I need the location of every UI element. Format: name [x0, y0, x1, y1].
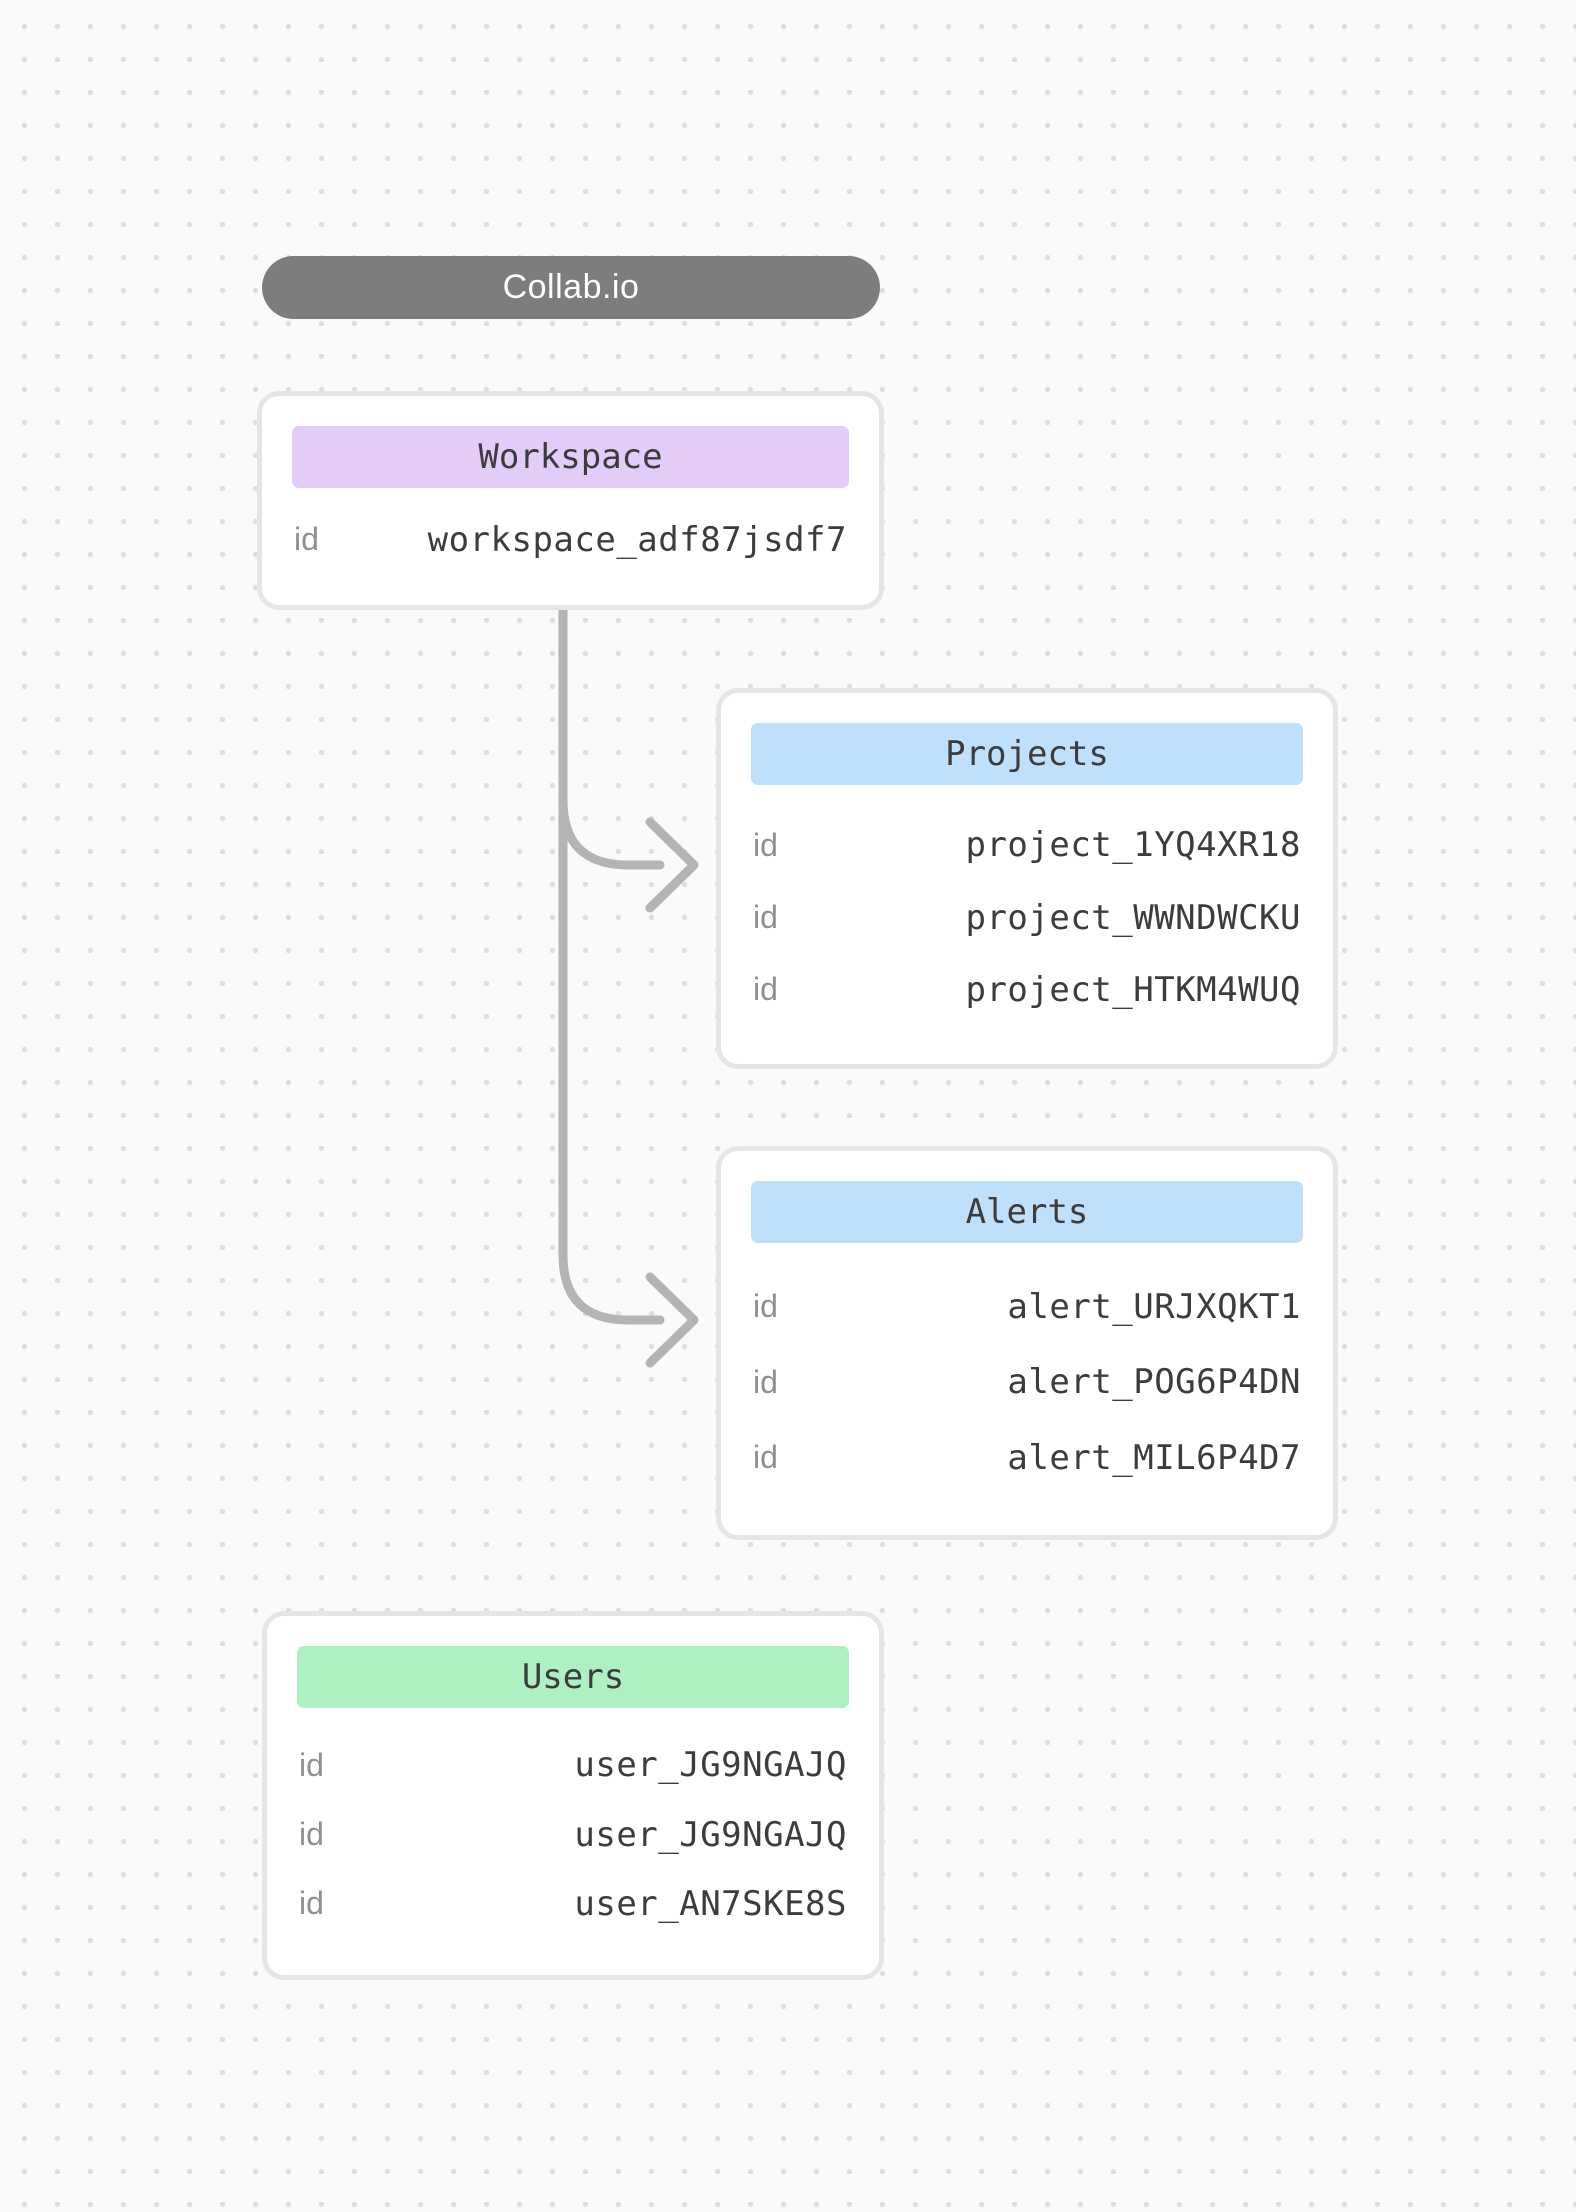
field-row: id project_1YQ4XR18 — [753, 825, 1301, 865]
edge-workspace-alerts — [558, 606, 665, 1325]
field-value: alert_MIL6P4D7 — [1007, 1437, 1301, 1478]
field-row: id alert_MIL6P4D7 — [753, 1438, 1301, 1478]
field-key: id — [753, 971, 778, 1008]
field-value: user_AN7SKE8S — [574, 1883, 847, 1924]
node-alerts-title: Alerts — [965, 1192, 1089, 1232]
field-row: id project_WWNDWCKU — [753, 898, 1301, 938]
node-workspace[interactable]: Workspace id workspace_adf87jsdf7 — [257, 391, 884, 610]
field-row: id alert_URJXQKT1 — [753, 1287, 1301, 1327]
node-workspace-header: Workspace — [292, 426, 849, 488]
field-key: id — [294, 521, 319, 557]
node-users[interactable]: Users id user_JG9NGAJQ id user_JG9NGAJQ … — [262, 1611, 884, 1980]
field-row: id user_AN7SKE8S — [299, 1884, 847, 1924]
field-value: project_WWNDWCKU — [965, 897, 1301, 938]
field-key: id — [299, 1816, 324, 1852]
field-value: user_JG9NGAJQ — [574, 1814, 847, 1855]
brand-label: Collab.io — [502, 268, 640, 306]
node-users-rows: id user_JG9NGAJQ id user_JG9NGAJQ id use… — [295, 1708, 851, 1953]
node-users-title: Users — [521, 1657, 625, 1697]
field-key: id — [753, 899, 778, 935]
field-value: alert_POG6P4DN — [1007, 1362, 1301, 1402]
node-workspace-title: Workspace — [478, 437, 663, 477]
field-row: id project_HTKM4WUQ — [753, 970, 1301, 1010]
node-projects-rows: id project_1YQ4XR18 id project_WWNDWCKU … — [749, 785, 1305, 1042]
node-workspace-rows: id workspace_adf87jsdf7 — [290, 488, 851, 583]
node-projects-header: Projects — [751, 723, 1303, 785]
node-alerts[interactable]: Alerts id alert_URJXQKT1 id alert_POG6P4… — [716, 1146, 1338, 1540]
field-row: id user_JG9NGAJQ — [299, 1745, 847, 1785]
field-key: id — [753, 1363, 778, 1400]
field-value: alert_URJXQKT1 — [1007, 1286, 1301, 1327]
field-value: project_HTKM4WUQ — [965, 969, 1301, 1010]
arrowhead-projects-icon — [645, 817, 699, 913]
field-key: id — [753, 1439, 778, 1475]
node-alerts-header: Alerts — [751, 1181, 1303, 1243]
brand-node[interactable]: Collab.io — [262, 256, 880, 319]
field-key: id — [299, 1885, 324, 1922]
field-row: id workspace_adf87jsdf7 — [294, 520, 847, 560]
edge-workspace-projects — [558, 606, 665, 870]
field-value: project_1YQ4XR18 — [965, 825, 1301, 866]
node-users-header: Users — [297, 1646, 849, 1708]
field-value: workspace_adf87jsdf7 — [427, 519, 847, 560]
field-key: id — [753, 826, 778, 863]
node-projects[interactable]: Projects id project_1YQ4XR18 id project_… — [716, 688, 1338, 1069]
field-value: user_JG9NGAJQ — [574, 1745, 847, 1786]
field-key: id — [299, 1746, 324, 1783]
arrowhead-alerts-icon — [645, 1272, 699, 1368]
node-projects-title: Projects — [945, 734, 1109, 774]
field-key: id — [753, 1288, 778, 1324]
node-alerts-rows: id alert_URJXQKT1 id alert_POG6P4DN id a… — [749, 1243, 1305, 1513]
field-row: id user_JG9NGAJQ — [299, 1815, 847, 1855]
field-row: id alert_POG6P4DN — [753, 1362, 1301, 1402]
